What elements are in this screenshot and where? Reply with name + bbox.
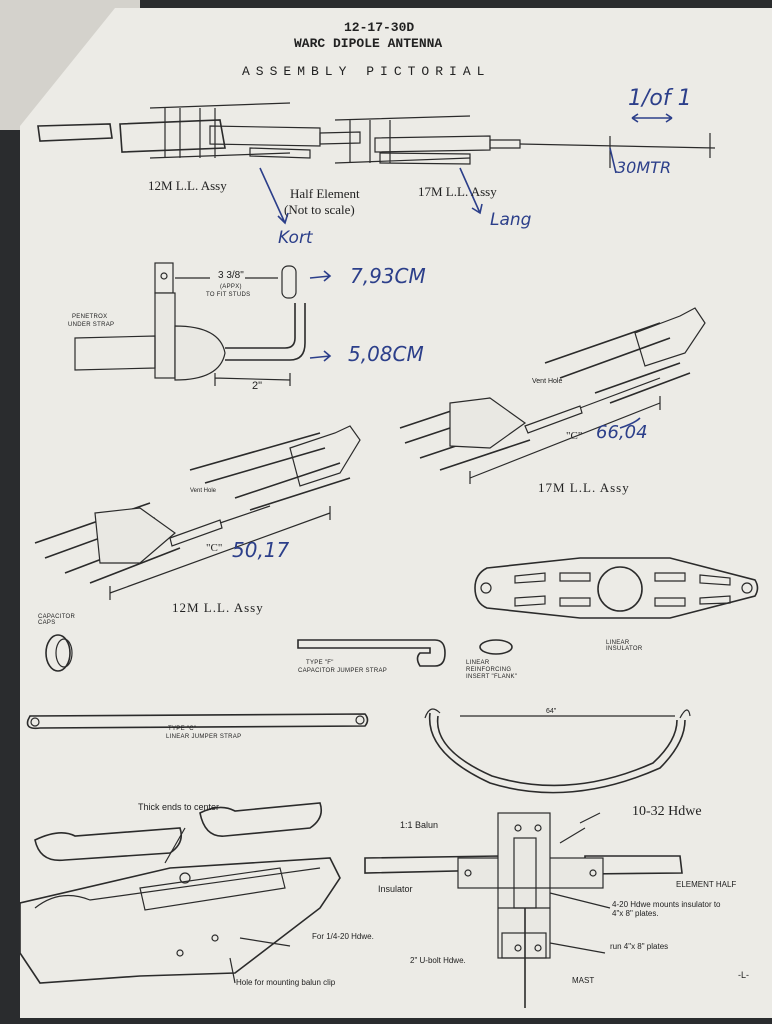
hand-66-04: 66,04 bbox=[596, 422, 648, 443]
label-half-element: Half Element bbox=[290, 186, 360, 201]
label-plates-note: run 4"x 8" plates bbox=[610, 942, 669, 951]
dim-bottom: 2" bbox=[252, 380, 263, 392]
label-mast: MAST bbox=[572, 976, 595, 985]
label-for-hdwe: For 1/4-20 Hdwe. bbox=[312, 932, 374, 941]
page-number: -L- bbox=[738, 970, 749, 980]
label-linear-insulator: LINEAR INSULATOR bbox=[606, 640, 643, 652]
doc-subtitle: ASSEMBLY PICTORIAL bbox=[242, 64, 491, 79]
label-type-c-desc: LINEAR JUMPER STRAP bbox=[166, 734, 242, 740]
label-thick-ends: Thick ends to center bbox=[138, 802, 220, 812]
small-parts bbox=[26, 557, 759, 794]
label-hole-note: Hole for mounting balun clip bbox=[236, 978, 336, 987]
mast-mount-drawing bbox=[364, 812, 683, 1008]
insulator-block-drawing bbox=[20, 802, 341, 984]
label-ubolt: 2" U-bolt Hdwe. bbox=[410, 956, 466, 965]
document-sheet: 12-17-30D WARC DIPOLE ANTENNA ASSEMBLY P… bbox=[20, 8, 772, 1018]
label-12m-assy: 12M L.L. Assy bbox=[148, 178, 227, 193]
hand-kort: Kort bbox=[278, 228, 313, 248]
label-capacitor-caps: CAPACITOR CAPS bbox=[38, 614, 76, 626]
caption-12m: 12M L.L. Assy bbox=[172, 600, 264, 615]
hand-50-17: 50,17 bbox=[232, 538, 290, 562]
line-art bbox=[20, 102, 759, 1008]
vent-hole-12m: Vent Hole bbox=[190, 488, 217, 494]
label-element-half: ELEMENT HALF bbox=[676, 880, 737, 889]
label-balun: 1:1 Balun bbox=[400, 820, 439, 830]
hand-30mtr: 30MTR bbox=[616, 158, 672, 177]
ll-17m-drawing bbox=[399, 307, 706, 484]
dim-top-note: TO FIT STUDS bbox=[206, 292, 251, 298]
label-insulator: Insulator bbox=[378, 884, 413, 894]
blue-annotations-top bbox=[259, 113, 673, 225]
dim-top-sub: (APPX) bbox=[220, 284, 242, 290]
caption-17m: 17M L.L. Assy bbox=[538, 480, 630, 495]
doc-number: 12-17-30D bbox=[344, 20, 415, 35]
penetrox-label: PENETROX bbox=[72, 314, 108, 320]
label-type-f: TYPE "F" bbox=[306, 660, 334, 666]
doc-title: WARC DIPOLE ANTENNA bbox=[294, 36, 443, 51]
c-label-17m: "C" bbox=[566, 430, 583, 442]
hdwe-title: 10-32 Hdwe bbox=[632, 804, 702, 819]
hand-5-08cm: 5,08CM bbox=[348, 342, 424, 366]
capacitor-detail bbox=[74, 262, 332, 386]
dim-64: 64" bbox=[546, 708, 557, 715]
ll-12m-drawing bbox=[34, 425, 361, 600]
label-type-f-desc: CAPACITOR JUMPER STRAP bbox=[298, 668, 388, 674]
dim-top: 3 3/8" bbox=[218, 270, 244, 281]
hand-7-93cm: 7,93CM bbox=[350, 264, 426, 288]
under-strap-label: UNDER STRAP bbox=[68, 322, 115, 328]
label-not-to-scale: (Not to scale) bbox=[284, 202, 355, 217]
hand-fraction: 1/of 1 bbox=[628, 86, 692, 111]
label-linear-reinforcing: LINEAR REINFORCING INSERT "FLANK" bbox=[466, 660, 518, 680]
half-element-drawing bbox=[37, 102, 716, 168]
hand-lang: Lang bbox=[490, 210, 532, 230]
label-17m-assy: 17M L.L. Assy bbox=[418, 184, 497, 199]
c-label-12m: "C" bbox=[206, 542, 223, 554]
label-mounts-note: 4-20 Hdwe mounts insulator to 4"x 8" pla… bbox=[612, 900, 721, 918]
vent-hole-17m: Vent Hole bbox=[532, 378, 563, 385]
label-type-c: TYPE "C" bbox=[168, 726, 197, 732]
